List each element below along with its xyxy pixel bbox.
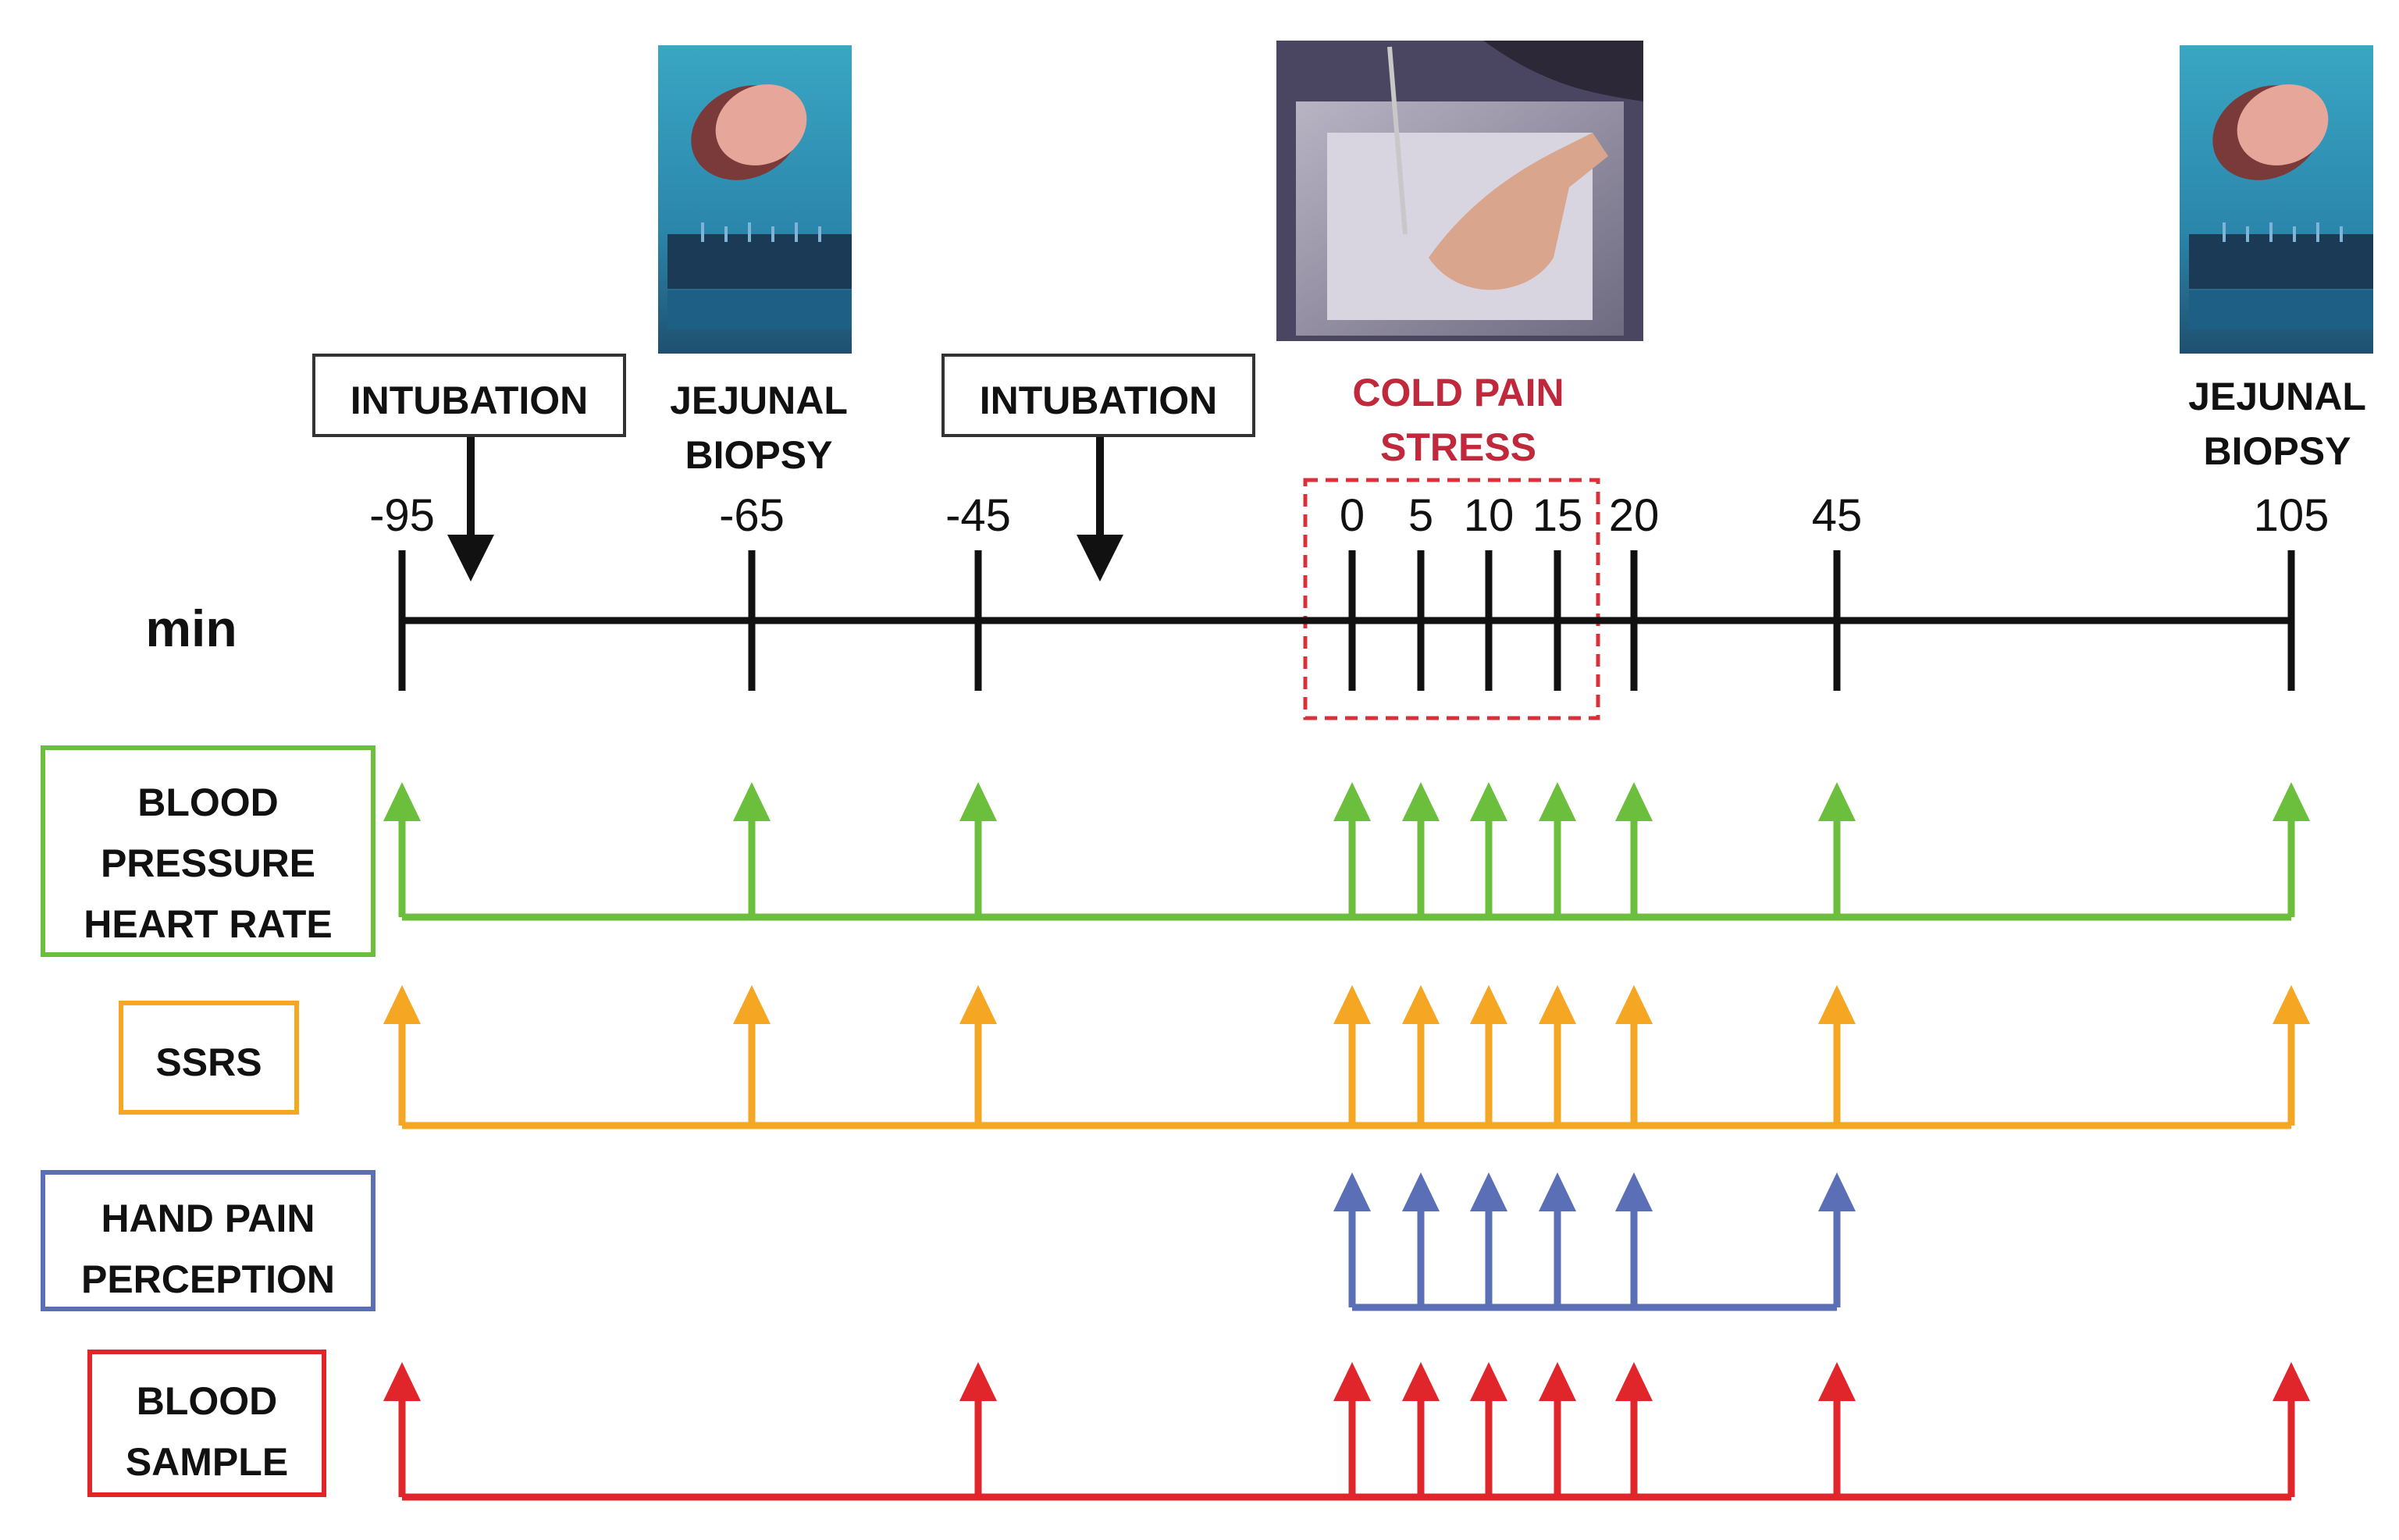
intubation-arrow-2 [1077, 437, 1123, 582]
hand-pain-perception-timepoint-arrow [1470, 1172, 1507, 1307]
hand-pain-perception-timepoint-arrow [1333, 1172, 1371, 1307]
blood-sample-timepoint-arrow [1539, 1362, 1576, 1497]
ssrs-timepoint-arrow [733, 985, 771, 1126]
ssrs-timepoint-arrow [1333, 985, 1371, 1126]
ssrs-timepoint-arrow [1615, 985, 1653, 1126]
hand-pain-perception-timepoint-arrow [1539, 1172, 1576, 1307]
blood-pressure-heart-rate-timepoint-arrow [2273, 782, 2310, 917]
hand-pain-perception-label-line: PERCEPTION [81, 1257, 335, 1301]
blood-sample-label-line: SAMPLE [126, 1440, 288, 1484]
cold-pain-region [1303, 478, 1600, 720]
ssrs-timepoint-arrow [2273, 985, 2310, 1126]
blood-sample-timepoint-arrow [1333, 1362, 1371, 1497]
blood-pressure-heart-rate-timepoint-arrow [1470, 782, 1507, 917]
cold-pain-label-line2: STRESS [1380, 425, 1536, 469]
ssrs-timepoint-arrow [1402, 985, 1440, 1126]
ssrs-timepoint-arrow [959, 985, 997, 1126]
blood-pressure-heart-rate-label-line: PRESSURE [101, 841, 315, 885]
blood-sample-timepoint-arrow [1818, 1362, 1856, 1497]
intubation-box-2 [941, 354, 1255, 437]
blood-sample-timepoint-arrow [1615, 1362, 1653, 1497]
intubation-label-2: INTUBATION [980, 379, 1218, 422]
ssrs-timepoint-arrow [1539, 985, 1576, 1126]
blood-pressure-heart-rate-timepoint-arrow [1333, 782, 1371, 917]
blood-sample-timepoint-arrow [1402, 1362, 1440, 1497]
intubation-label-1: INTUBATION [351, 379, 589, 422]
blood-sample-timepoint-arrow [959, 1362, 997, 1497]
blood-pressure-heart-rate-timepoint-arrow [1818, 782, 1856, 917]
hand-pain-perception-label-line: HAND PAIN [101, 1197, 315, 1240]
blood-sample-label-box [87, 1350, 326, 1497]
timeline-tick-label: 45 [1812, 490, 1863, 541]
blood-pressure-heart-rate-timepoint-arrow [1402, 782, 1440, 917]
blood-pressure-heart-rate-timepoint-arrow [1615, 782, 1653, 917]
timeline-ticks [398, 550, 2295, 691]
blood-pressure-heart-rate-timepoint-arrow [959, 782, 997, 917]
cold-pain-photo [1276, 41, 1643, 341]
blood-sample-timepoint-arrow [1470, 1362, 1507, 1497]
timeline-tick-label: 10 [1464, 490, 1515, 541]
timeline-tick-label: 5 [1408, 490, 1433, 541]
biopsy-label-2-line2: BIOPSY [2204, 429, 2351, 473]
blood-sample-timepoint-arrow [383, 1362, 421, 1497]
blood-pressure-heart-rate-label-box [41, 745, 376, 957]
measurement-rows: BLOOD PRESSURE HEART RATE SSRS HAND PAIN PERC… [41, 745, 2310, 1501]
hand-pain-perception-timepoint-arrow [1402, 1172, 1440, 1307]
hand-pain-perception-timepoint-arrow [1615, 1172, 1653, 1307]
timeline-tick-label: -65 [719, 490, 785, 541]
biopsy-photo-1 [658, 45, 852, 354]
intubation-arrow-1 [447, 437, 494, 582]
measurement-row-ssrs: SSRS [119, 985, 2310, 1129]
ssrs-timepoint-arrow [1818, 985, 1856, 1126]
measurement-row-blood-pressure-heart-rate: BLOOD PRESSURE HEART RATE [41, 745, 2310, 957]
blood-pressure-heart-rate-label-line: HEART RATE [84, 902, 333, 946]
timeline-tick-label: 105 [2254, 490, 2330, 541]
blood-pressure-heart-rate-timepoint-arrow [733, 782, 771, 917]
blood-pressure-heart-rate-timepoint-arrow [1539, 782, 1576, 917]
biopsy-label-1-line1: JEJUNAL [670, 379, 848, 422]
timeline-tick-label: 15 [1532, 490, 1583, 541]
biopsy-label-1-line2: BIOPSY [685, 433, 833, 477]
measurement-row-blood-sample: BLOOD SAMPLE [87, 1350, 2310, 1501]
biopsy-photo-2 [2180, 45, 2373, 354]
timeline-tick-label: -45 [945, 490, 1011, 541]
ssrs-label-line: SSRS [155, 1040, 262, 1084]
cold-pain-label-line1: COLD PAIN [1352, 371, 1564, 414]
timeline-tick-label: -95 [369, 490, 435, 541]
ssrs-label-box [119, 1001, 299, 1115]
blood-sample-label-line: BLOOD [137, 1379, 278, 1423]
ssrs-timepoint-arrow [1470, 985, 1507, 1126]
intubation-box-1 [312, 354, 626, 437]
timeline-tick-label: 20 [1609, 490, 1660, 541]
timeline-tick-label: 0 [1340, 490, 1365, 541]
blood-pressure-heart-rate-timepoint-arrow [383, 782, 421, 917]
ssrs-timepoint-arrow [383, 985, 421, 1126]
blood-pressure-heart-rate-label-line: BLOOD [137, 781, 279, 824]
biopsy-label-2-line1: JEJUNAL [2188, 375, 2366, 418]
hand-pain-perception-label-box [41, 1170, 376, 1311]
measurement-row-hand-pain-perception: HAND PAIN PERCEPTION [41, 1170, 1856, 1311]
blood-sample-timepoint-arrow [2273, 1362, 2310, 1497]
hand-pain-perception-timepoint-arrow [1818, 1172, 1856, 1307]
timeline-unit-label: min [145, 599, 237, 657]
